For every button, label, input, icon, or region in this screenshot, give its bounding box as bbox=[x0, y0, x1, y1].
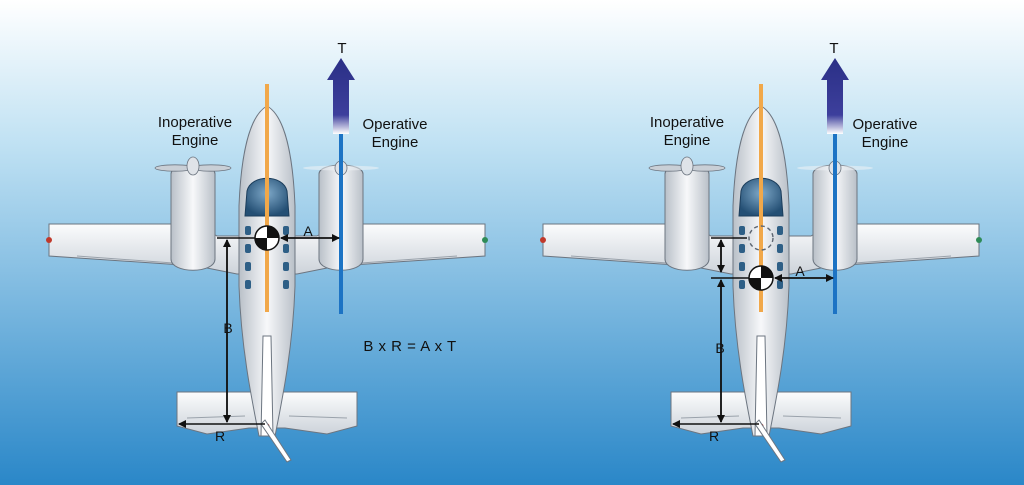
thrust-arrow-icon bbox=[821, 58, 849, 134]
engine-word: Engine bbox=[861, 134, 909, 151]
feathered-propeller-icon bbox=[154, 156, 232, 176]
thrust-arrow-icon bbox=[327, 58, 355, 134]
cg-marker-icon bbox=[254, 225, 280, 251]
operative-word: Operative bbox=[362, 116, 428, 133]
inoperative-engine-label-left: Inoperative Engine bbox=[140, 114, 250, 150]
deflected-rudder bbox=[260, 419, 292, 463]
dimension-a-label-right: A bbox=[795, 263, 805, 279]
engine-word: Engine bbox=[371, 134, 419, 151]
cg-marker-icon bbox=[748, 265, 774, 291]
dimension-r-label-left: R bbox=[214, 428, 226, 444]
left-engine-nacelle bbox=[170, 164, 216, 271]
operative-word: Operative bbox=[852, 116, 918, 133]
inoperative-engine-label-right: Inoperative Engine bbox=[632, 114, 742, 150]
inoperative-word: Inoperative bbox=[649, 114, 725, 131]
operative-engine-label-right: Operative Engine bbox=[838, 116, 932, 152]
deflected-rudder bbox=[754, 419, 786, 463]
engine-word: Engine bbox=[663, 132, 711, 149]
inoperative-word: Inoperative bbox=[157, 114, 233, 131]
dimension-r-label-right: R bbox=[708, 428, 720, 444]
thrust-label-right: T bbox=[829, 40, 839, 57]
left-engine-nacelle bbox=[664, 164, 710, 271]
thrust-label-left: T bbox=[337, 40, 347, 57]
feathered-propeller-icon bbox=[648, 156, 726, 176]
engine-word: Engine bbox=[171, 132, 219, 149]
moment-equation: B x R = A x T bbox=[363, 338, 457, 355]
dimension-b-label-left: B bbox=[223, 320, 233, 336]
operative-engine-label-left: Operative Engine bbox=[348, 116, 442, 152]
dimension-a-label-left: A bbox=[303, 223, 313, 239]
dimension-b-label-right: B bbox=[715, 340, 725, 356]
dashed-circle-icon bbox=[748, 225, 774, 251]
